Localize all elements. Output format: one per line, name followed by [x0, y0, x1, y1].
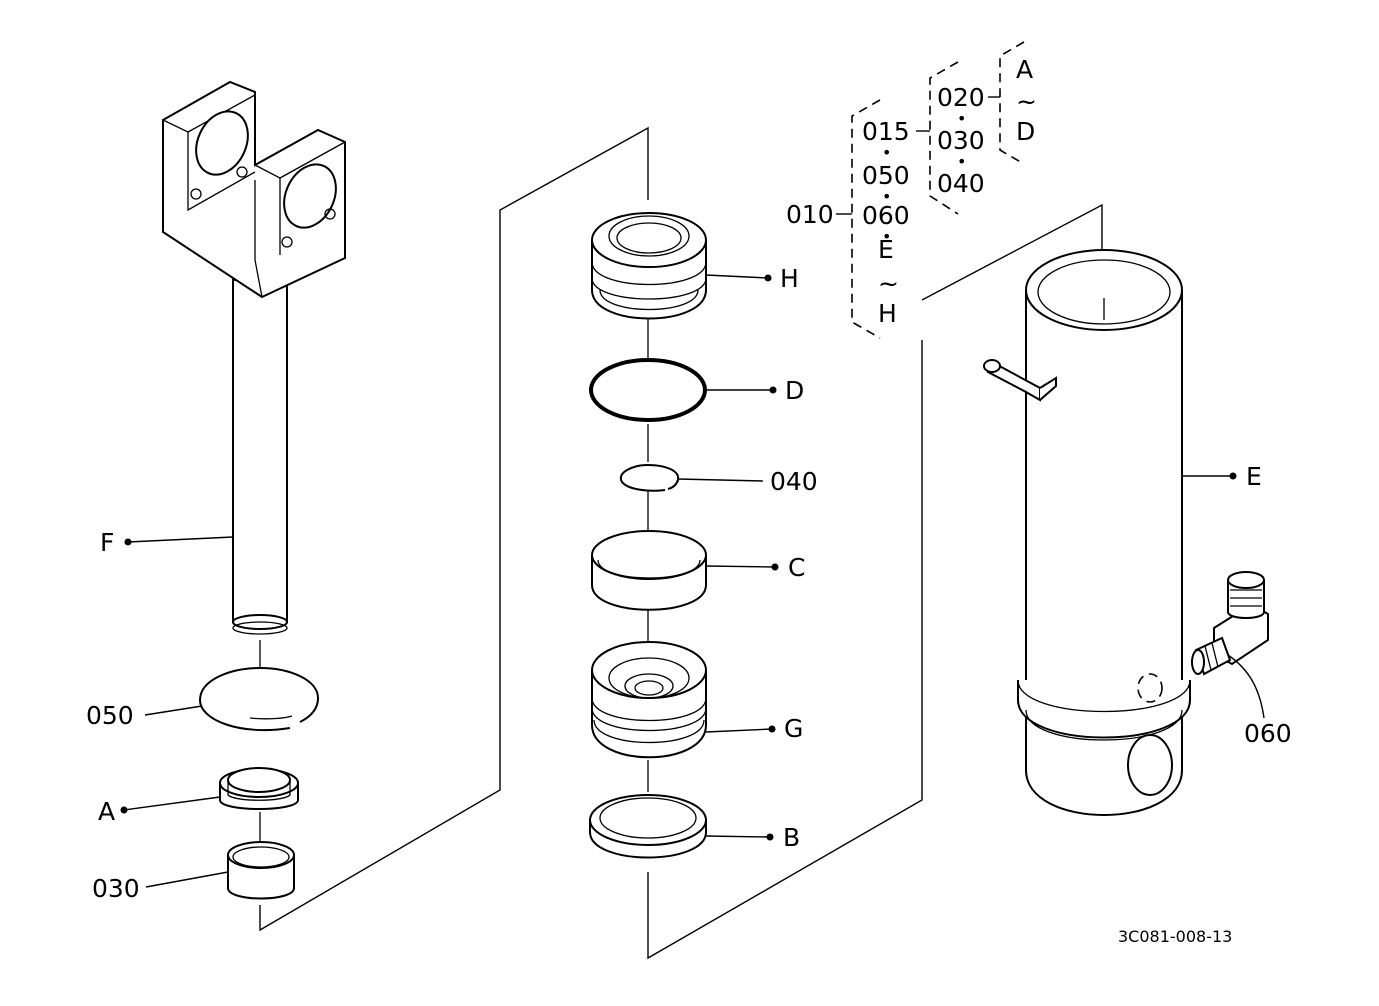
callout-A: A	[98, 797, 115, 826]
tree-l1-item: E	[878, 235, 894, 264]
tree-root: 010	[786, 200, 834, 229]
tree-l1-end: H	[878, 299, 897, 328]
leader-C	[705, 565, 776, 568]
leader-G	[705, 728, 773, 733]
tree-l2-item: 040	[937, 169, 985, 198]
callout-B: B	[783, 823, 800, 852]
callout-E: E	[1246, 462, 1262, 491]
callout-060: 060	[1244, 719, 1292, 748]
callout-F: F	[100, 528, 114, 557]
o-ring-D	[589, 358, 707, 422]
tree-l3-start: A	[1016, 55, 1033, 84]
tree-bullet: •	[957, 152, 966, 171]
callout-050: 050	[86, 701, 134, 730]
leader-F	[127, 536, 234, 543]
dot-C	[771, 563, 779, 571]
bracket-level2	[929, 61, 959, 215]
leader-B	[705, 835, 771, 838]
bushing-030	[227, 841, 295, 900]
tree-range: ~	[1016, 87, 1037, 116]
callout-C: C	[788, 553, 805, 582]
dot-A	[120, 806, 128, 814]
dot-E	[1229, 472, 1237, 480]
tree-l1-item: 050	[862, 161, 910, 190]
callout-030: 030	[92, 874, 140, 903]
snap-ring-050	[198, 666, 320, 732]
callout-040: 040	[770, 467, 818, 496]
cylinder-tube-E	[983, 249, 1191, 816]
tree-l3-end: D	[1016, 117, 1035, 146]
leader-H	[705, 274, 769, 279]
dot-H	[764, 274, 772, 282]
dot-B	[766, 833, 774, 841]
leader-060	[1227, 654, 1265, 719]
leader-A	[123, 796, 221, 811]
tree-bullet: •	[882, 187, 891, 206]
tree-l2-item: 020	[937, 83, 985, 112]
piston-G	[591, 641, 707, 759]
tree-bullet: •	[882, 227, 891, 246]
leader-030	[145, 871, 229, 888]
rod-cover-H	[591, 212, 707, 320]
dot-G	[768, 725, 776, 733]
tree-l1-item: 015	[862, 117, 910, 146]
ring-C	[591, 530, 707, 611]
tree-bullet: •	[882, 143, 891, 162]
tree-range: ~	[878, 269, 899, 298]
bracket-level3	[999, 41, 1025, 165]
callout-D: D	[785, 376, 804, 405]
callout-H: H	[780, 264, 799, 293]
drawing-code: 3C081-008-13	[1118, 927, 1232, 946]
snap-ring-040	[619, 463, 680, 492]
bushing-A	[219, 767, 299, 810]
dot-D	[769, 386, 777, 394]
tree-bullet: •	[957, 109, 966, 128]
bracket-level1	[851, 99, 881, 339]
piston-rod-clevis	[162, 80, 346, 635]
leader-050	[144, 705, 203, 716]
leader-040	[677, 478, 764, 482]
assembly-frame-right	[647, 340, 923, 960]
assembly-tree: 010 015 • 050 • 060 • E ~ H 020 • 030 • …	[786, 41, 1037, 339]
ring-B	[589, 794, 707, 859]
callout-G: G	[784, 714, 803, 743]
tree-l1-item: 060	[862, 201, 910, 230]
elbow-fitting-060	[1191, 571, 1269, 676]
tree-l2-item: 030	[937, 126, 985, 155]
dot-F	[124, 538, 132, 546]
assembly-frame-left	[259, 126, 649, 932]
assembly-frame-cylinder	[921, 203, 1103, 301]
